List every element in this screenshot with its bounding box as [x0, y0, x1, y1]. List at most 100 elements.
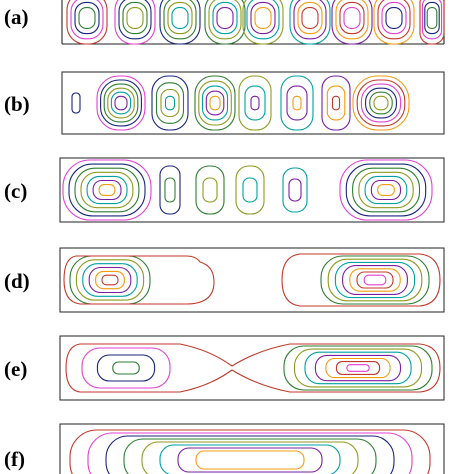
panel-f-frame	[59, 423, 445, 474]
panel-c-cell-ring	[202, 177, 218, 203]
panel-a-cell-ring	[381, 1, 407, 35]
panel-d-cell-ring	[334, 261, 416, 299]
panel-a-contours	[61, 0, 445, 45]
panel-b-cell-ring	[198, 80, 232, 126]
panel-b-cell-ring	[365, 87, 397, 119]
panel-f-cell-ring	[159, 444, 341, 474]
panel-d-cell-ring	[342, 265, 408, 295]
panel-c-cell-ring	[352, 167, 421, 213]
panel-f-label: (f)	[4, 447, 25, 471]
panel-a-cell-ring	[208, 0, 242, 40]
panel-c-cell-ring	[74, 167, 140, 213]
panel-a-cell-ring	[126, 7, 144, 29]
panel-c-cell-ring	[92, 179, 122, 201]
panel-b-frame	[61, 71, 445, 135]
panel-b-cell-ring	[280, 75, 314, 131]
panel-d-label: (d)	[4, 269, 30, 293]
panel-b-cell-ring	[201, 85, 229, 121]
panel-b-cell-ring	[244, 85, 266, 121]
panel-c-cell-ring	[288, 178, 302, 202]
panel-b-cell-ring	[292, 95, 302, 111]
panel-c-contours	[62, 159, 433, 221]
panel-c-cell-ring	[80, 171, 134, 209]
panel-a-cell-ring	[331, 0, 373, 45]
panel-c-cell-ring	[164, 177, 176, 203]
panel-f-contours	[69, 429, 431, 474]
panel-a-cell-ring	[122, 1, 148, 35]
panel-b-cell-ring	[194, 75, 236, 131]
panel-b-cell-ring	[326, 85, 346, 121]
panel-a-cell-ring	[426, 7, 438, 29]
panel-d-cell-ring	[363, 274, 387, 286]
panel-d-cell-ring	[356, 271, 394, 289]
panel-d-cell-ring	[88, 266, 132, 294]
panel-b-contours	[71, 75, 410, 131]
panel-b-cell-ring	[103, 83, 139, 123]
panel-a-label: (a)	[4, 5, 29, 29]
panel-b-cell-ring	[209, 95, 221, 111]
panel-c-cell-ring	[377, 184, 395, 196]
panel-e-cell-ring	[283, 345, 433, 391]
panel-e-cell-ring	[314, 354, 402, 382]
panel-c-cell-ring	[235, 165, 265, 215]
panel-c-cell-ring	[358, 171, 414, 209]
panel-a-cell-ring	[254, 7, 272, 29]
panel-a-cell-ring	[301, 7, 319, 29]
panel-e-cell-ring	[335, 361, 381, 375]
panel-f-cell-ring	[105, 435, 395, 474]
panel-c-cell-ring	[242, 177, 258, 203]
panel-b-cell-ring	[360, 83, 402, 123]
panel-e-frame	[59, 335, 445, 401]
panel-b-cell-ring	[71, 92, 81, 114]
panel-a-cell-ring	[246, 0, 280, 40]
panel-a-cell-ring	[385, 7, 403, 29]
panel-d-contours	[63, 253, 441, 307]
panel-b-cell-ring	[250, 95, 260, 111]
panel-b-cell-ring	[100, 79, 142, 127]
panel-a-cell-ring	[78, 7, 96, 29]
panel-c-cell-ring	[98, 184, 116, 196]
panel-c-label: (c)	[4, 179, 27, 203]
panel-a-cell-ring	[66, 0, 108, 45]
panel-b-cell-ring	[352, 75, 410, 131]
panel-a-cell-ring	[216, 7, 234, 29]
panel-c-frame	[59, 157, 445, 223]
panel-c: (c)	[4, 157, 445, 223]
panel-d-cell-ring	[75, 259, 145, 301]
panel-f-cell-ring	[141, 441, 359, 474]
panel-d: (d)	[4, 247, 445, 313]
panel-a-cell-ring	[114, 0, 156, 45]
panel-a: (a)	[4, 0, 445, 45]
panel-b-cell-ring	[205, 90, 225, 116]
panel-e-cell-ring	[346, 364, 370, 372]
panel-c-cell-ring	[345, 163, 427, 217]
panel-c-cell-ring	[195, 165, 225, 215]
panel-f-cell-ring	[87, 432, 413, 474]
panel-a-cell-ring	[419, 0, 445, 45]
panel-a-cell-ring	[204, 0, 246, 45]
panel-a-cell-ring	[212, 1, 238, 35]
panel-a-cell-ring	[74, 1, 100, 35]
panel-c-cell-ring	[364, 175, 408, 205]
panel-a-cell-ring	[163, 0, 197, 40]
panel-b-cell-ring	[373, 95, 389, 111]
panel-b-cell-ring	[96, 75, 146, 131]
panel-b-cell-ring	[238, 75, 272, 131]
panel-a-cell-ring	[118, 0, 152, 40]
panel-b-cell-ring	[114, 95, 128, 111]
panel-e-cell-ring	[96, 354, 156, 382]
panel-a-cell-ring	[159, 0, 201, 45]
panel-d-cell-ring	[95, 270, 125, 290]
panel-e-contours	[65, 343, 441, 393]
panel-e-cell-ring	[304, 351, 412, 385]
panel-e-cell-ring	[112, 361, 140, 375]
panel-b-label: (b)	[4, 92, 30, 116]
panel-f-cell-ring	[69, 429, 431, 474]
panel-a-cell-ring	[289, 0, 331, 45]
panel-e-cell-ring	[81, 347, 171, 389]
panel-b: (b)	[4, 71, 445, 135]
panel-a-cell-ring	[421, 0, 443, 40]
panel-f-cell-ring	[177, 447, 323, 473]
panel-d-cell-ring	[327, 258, 423, 302]
panel-a-cell-ring	[335, 0, 369, 40]
